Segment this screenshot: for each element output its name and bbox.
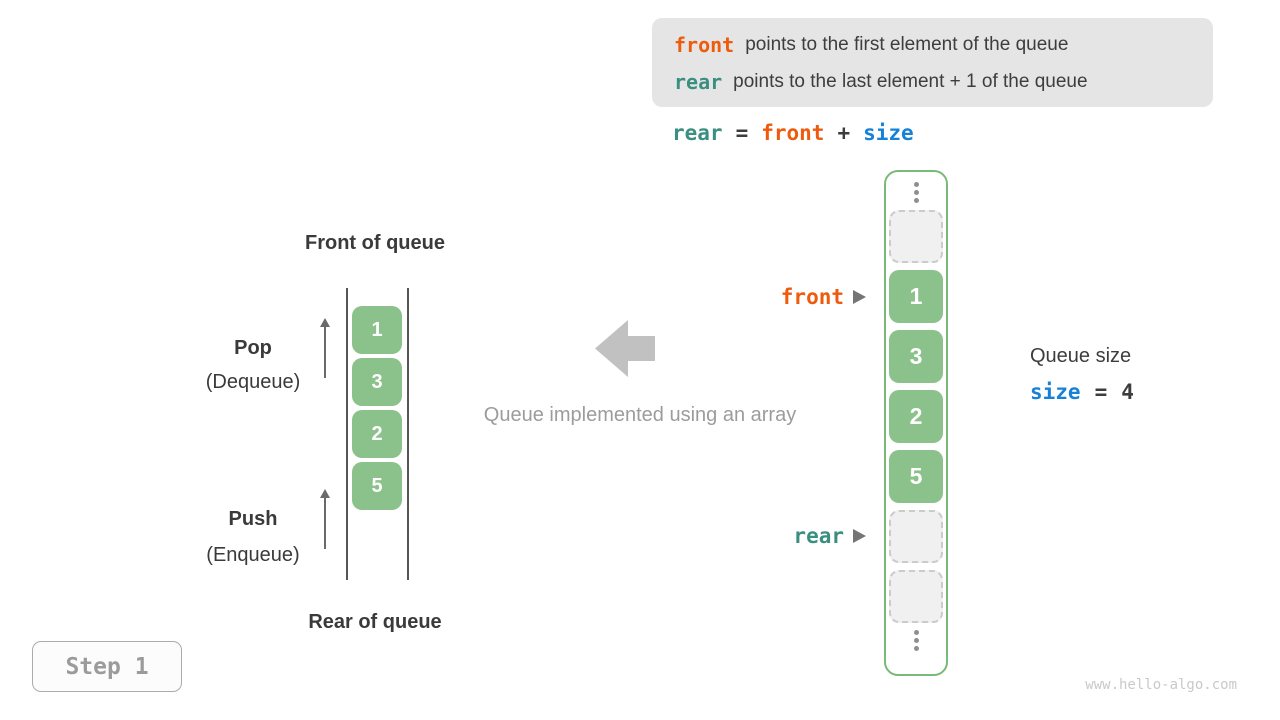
rear-of-queue-label: Rear of queue bbox=[308, 611, 442, 633]
array-cell-value: 3 bbox=[889, 330, 943, 383]
queue-item-cell: 2 bbox=[352, 410, 402, 458]
rear-explanation-line: rear points to the last element + 1 of t… bbox=[674, 63, 1213, 100]
push-label: Push bbox=[228, 508, 278, 530]
queue-size-title: Queue size bbox=[1030, 345, 1132, 367]
size-token: size bbox=[1030, 380, 1081, 404]
front-pointer-arrow-icon bbox=[853, 290, 866, 304]
array-cell-value: 1 bbox=[889, 270, 943, 323]
rear-explanation-text: points to the last element + 1 of the qu… bbox=[733, 70, 1088, 92]
size-equals-sign: = bbox=[1094, 380, 1108, 404]
watermark: www.hello-algo.com bbox=[1085, 677, 1237, 693]
array-cell-empty bbox=[889, 570, 943, 623]
formula-token: = bbox=[735, 121, 749, 145]
formula-token: size bbox=[863, 121, 914, 145]
ellipsis-dots-icon bbox=[913, 182, 919, 203]
step-badge-label: Step 1 bbox=[65, 653, 149, 680]
queue-tube-left-wall bbox=[346, 288, 348, 580]
queue-tube-right-wall bbox=[407, 288, 409, 580]
array-cell-empty bbox=[889, 210, 943, 263]
formula-token: rear bbox=[672, 121, 723, 145]
array-cell-empty bbox=[889, 510, 943, 563]
array-cell-value: 5 bbox=[889, 450, 943, 503]
queue-item-cell: 1 bbox=[352, 306, 402, 354]
pointer-explanation-box: front points to the first element of the… bbox=[652, 18, 1213, 107]
array-column: 1 3 2 5 bbox=[884, 170, 948, 676]
queue-item-cell: 5 bbox=[352, 462, 402, 510]
front-pointer-label: front bbox=[780, 285, 844, 309]
enqueue-sublabel: (Enqueue) bbox=[206, 544, 300, 566]
step-badge: Step 1 bbox=[32, 641, 182, 692]
rear-pointer-arrow-icon bbox=[853, 529, 866, 543]
rear-token: rear bbox=[674, 69, 723, 94]
array-implementation-caption: Queue implemented using an array bbox=[483, 404, 797, 426]
rear-pointer-label: rear bbox=[793, 524, 844, 548]
formula-token: + bbox=[837, 121, 851, 145]
dequeue-sublabel: (Dequeue) bbox=[205, 371, 301, 393]
front-explanation-text: points to the first element of the queue bbox=[745, 33, 1069, 55]
push-direction-arrow-icon bbox=[319, 489, 331, 549]
array-cell-value: 2 bbox=[889, 390, 943, 443]
size-value: 4 bbox=[1121, 380, 1134, 404]
pop-direction-arrow-icon bbox=[319, 318, 331, 378]
formula-token: front bbox=[761, 121, 825, 145]
rear-pointer: rear bbox=[640, 523, 866, 549]
front-token: front bbox=[674, 32, 735, 57]
front-explanation-line: front points to the first element of the… bbox=[674, 26, 1213, 63]
pop-label: Pop bbox=[234, 337, 272, 359]
rear-front-size-formula: rear = front + size bbox=[672, 121, 914, 145]
front-of-queue-label: Front of queue bbox=[305, 232, 445, 254]
ellipsis-dots-icon bbox=[913, 630, 919, 651]
front-pointer: front bbox=[640, 284, 866, 310]
queue-item-cell: 3 bbox=[352, 358, 402, 406]
left-block-arrow-icon bbox=[595, 320, 655, 377]
size-equation: size = 4 bbox=[1030, 380, 1134, 404]
